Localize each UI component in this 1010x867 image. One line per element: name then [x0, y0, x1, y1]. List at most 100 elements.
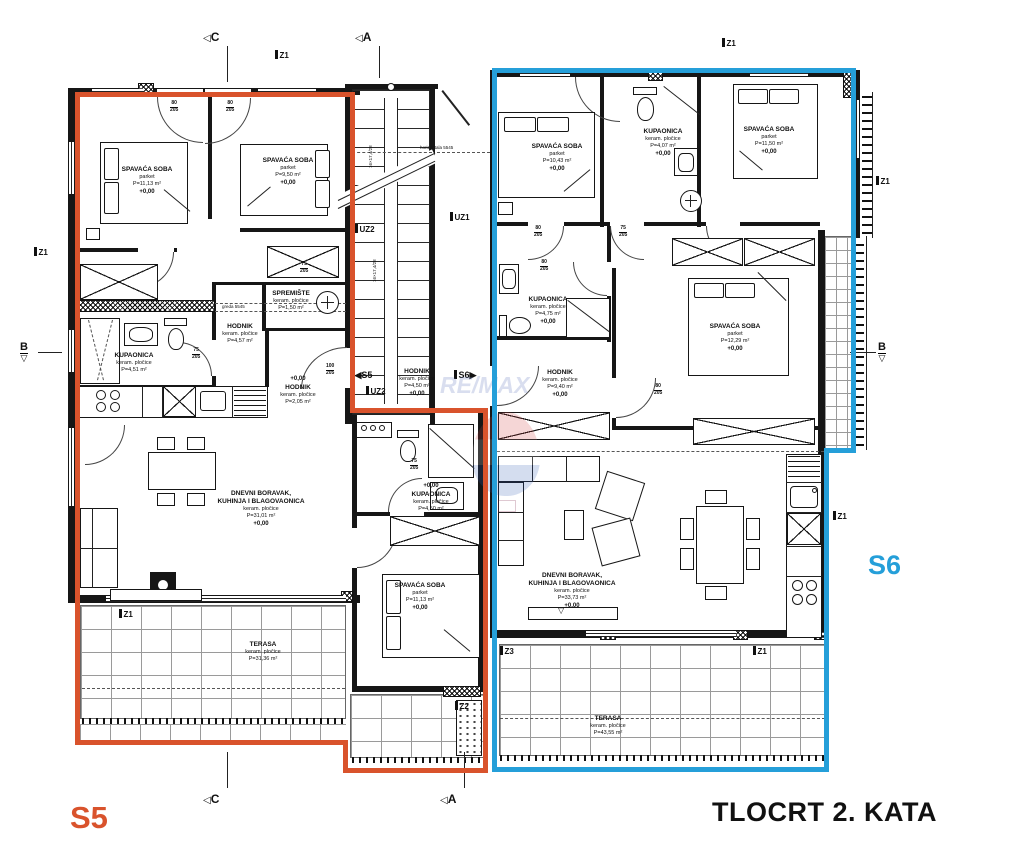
chair	[680, 518, 694, 540]
s6-outline	[824, 448, 856, 453]
terrace-s5-tiles-lower	[80, 724, 346, 740]
room-elevation: +0,00	[423, 482, 439, 489]
axis-mark: Z1	[34, 247, 48, 257]
room-name: SPREMIŠTE	[272, 290, 310, 298]
window-line	[71, 330, 72, 372]
room-name: SPAVAĆA SOBA	[709, 322, 761, 330]
room-name: HODNIK	[404, 367, 430, 375]
counter-divider	[786, 512, 822, 513]
s5-outline	[350, 92, 355, 413]
s5-outline	[75, 92, 80, 744]
room-elevation: +0,00	[655, 150, 671, 157]
dashed-line	[497, 451, 824, 452]
room-floor: keram. pločice	[116, 360, 152, 367]
wall	[490, 70, 860, 77]
door-gap	[157, 89, 203, 94]
sink-tap	[361, 425, 367, 431]
dim-width: 80	[535, 225, 541, 231]
dim-width: 100	[326, 363, 335, 369]
toilet-tank	[397, 430, 419, 438]
pillow	[386, 616, 401, 650]
s5-outline	[75, 740, 348, 745]
axis-mark: Z3	[500, 646, 514, 656]
wall	[478, 412, 484, 692]
wall	[612, 268, 616, 430]
room-floor: keram. pločice	[542, 376, 578, 383]
dim-width: 75	[193, 347, 199, 353]
s6-outline	[851, 68, 856, 453]
stove-burner	[96, 390, 106, 400]
door-gap	[528, 222, 564, 226]
stove-burner	[792, 594, 803, 605]
chair	[157, 493, 175, 506]
door-arc	[85, 425, 125, 465]
room-elevation: +0,00	[540, 318, 556, 325]
drawing-title: TLOCRT 2. KATA	[712, 797, 937, 827]
wall	[497, 222, 820, 226]
dining-table	[148, 452, 216, 490]
toilet-icon	[168, 328, 184, 350]
s5-outline	[75, 92, 355, 97]
room-floor: parket	[727, 330, 743, 337]
wall	[430, 84, 435, 426]
room-floor: keram. pločice	[413, 498, 449, 505]
stove-burner	[792, 580, 803, 591]
section-marker-c-bottom: ◁C	[203, 790, 219, 808]
window-line	[258, 91, 316, 92]
room-floor: keram. pločice	[645, 135, 681, 142]
room-area: P=4,75 m²	[535, 310, 561, 317]
chair	[680, 548, 694, 570]
drainer	[788, 456, 820, 480]
room-area: P=31,01 m²	[246, 512, 276, 519]
room-area: P=12,29 m²	[720, 337, 750, 344]
dashed-line	[437, 152, 490, 153]
room-elevation: +0,00	[552, 391, 568, 398]
counter-divider	[786, 576, 822, 577]
wardrobe	[267, 246, 339, 278]
toilet-tank	[164, 318, 187, 326]
apartment-label-s5: S5	[70, 800, 108, 835]
wall	[262, 282, 347, 285]
room-elevation: +0,00	[412, 604, 428, 611]
room-floor: keram. pločice	[222, 331, 258, 338]
stair-flight-note: 16×17,4/28	[368, 145, 373, 168]
room-name: TERASA	[594, 715, 622, 723]
door-gap	[138, 248, 174, 252]
section-marker-a-top: ◁A	[355, 28, 371, 46]
room-elevation: +0,00	[280, 179, 296, 186]
chair	[187, 437, 205, 450]
stove-burner	[96, 402, 106, 412]
door-gap	[390, 512, 424, 516]
dim-width: 80	[171, 100, 177, 106]
section-marker-a-bottom: ◁A	[440, 790, 456, 808]
sliding-door	[586, 631, 736, 637]
wardrobe	[390, 516, 480, 546]
entry-marker-s6: S6▶	[454, 370, 477, 381]
axis-mark: Z1	[876, 176, 890, 186]
room-elevation: +0,00	[727, 345, 743, 352]
bed	[240, 144, 328, 216]
sofa-cushion-line	[498, 540, 524, 541]
nightstand	[86, 228, 100, 240]
nightstand	[498, 202, 513, 215]
room-floor: keram. pločice	[530, 303, 566, 310]
wardrobe	[80, 264, 158, 300]
dim-height: 205	[192, 353, 201, 360]
axis-mark: Z1	[833, 511, 847, 521]
wardrobe	[744, 238, 815, 266]
apartment-label-s6: S6	[868, 550, 902, 580]
shower	[566, 298, 610, 338]
s5-outline	[343, 768, 488, 773]
window-line	[750, 73, 808, 74]
section-marker-b-left: B▽	[20, 342, 28, 363]
